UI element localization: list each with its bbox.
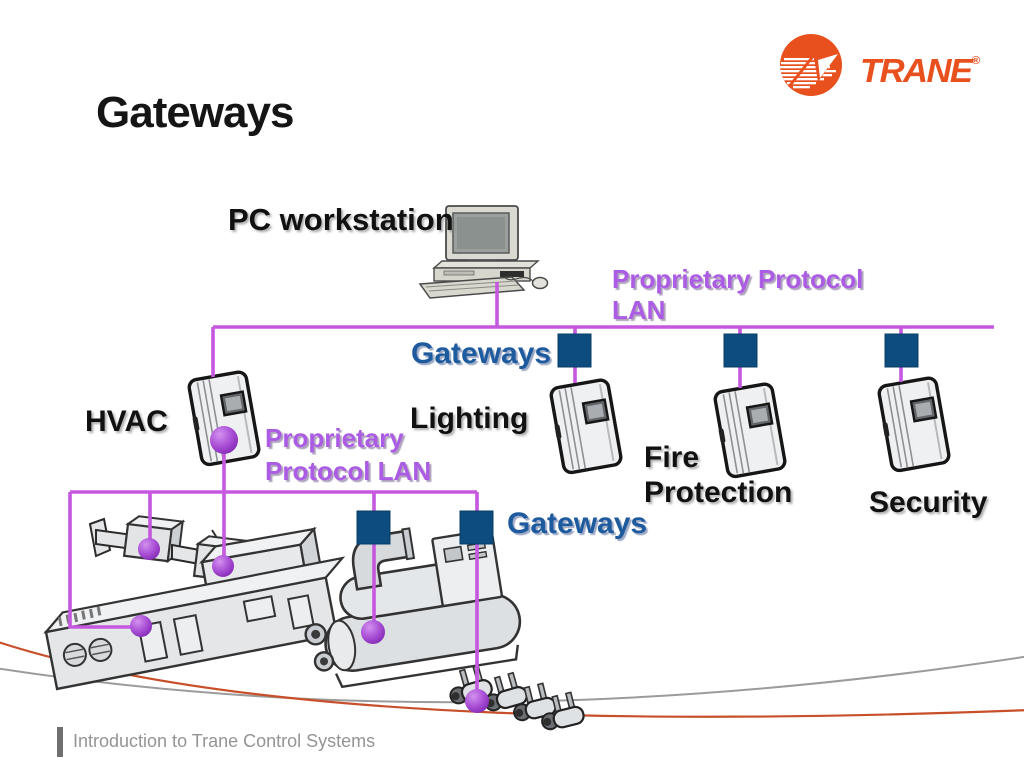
- lighting-label: Lighting: [410, 402, 529, 435]
- connection-dot: [210, 426, 238, 454]
- top-lan-lines: [211, 282, 994, 388]
- page-title: Gateways: [96, 88, 294, 137]
- gateways-bottom-label: Gateways: [507, 507, 648, 540]
- connection-dot: [138, 538, 160, 560]
- connection-dot: [465, 689, 489, 713]
- gateway-node-square: [884, 333, 919, 368]
- gateways-top-label: Gateways: [411, 337, 552, 370]
- hvac-label: HVAC: [85, 405, 168, 438]
- gateway-node-squares: [356, 333, 919, 545]
- trane-brand-text: TRANE®: [860, 52, 980, 89]
- connection-dots: [130, 426, 489, 713]
- controller-security: [874, 375, 952, 474]
- fire-protection-label: Fire Protection: [644, 441, 793, 509]
- connection-dot: [130, 615, 152, 637]
- trane-swirl-icon: [780, 34, 842, 96]
- footer-accent-bar: [57, 727, 63, 757]
- chiller-image: [304, 527, 522, 689]
- security-label: Security: [869, 486, 988, 519]
- proprietary-protocol-lan-bottom-label: Proprietary Protocol LAN: [265, 423, 432, 487]
- proprietary-protocol-lan-top-label: Proprietary Protocol LAN: [612, 264, 864, 325]
- gateway-node-square: [723, 333, 758, 368]
- trane-logo: TRANE®: [778, 30, 1008, 108]
- gateway-node-square: [557, 333, 592, 368]
- footer-title: Introduction to Trane Control Systems: [73, 731, 376, 751]
- gateway-node-square: [459, 510, 494, 545]
- connection-dot: [212, 555, 234, 577]
- gateway-node-square: [356, 510, 391, 545]
- pc-workstation-label: PC workstation: [228, 202, 454, 237]
- controller-lighting: [546, 377, 624, 476]
- connection-dot: [361, 620, 385, 644]
- pc-workstation-image: [418, 205, 549, 299]
